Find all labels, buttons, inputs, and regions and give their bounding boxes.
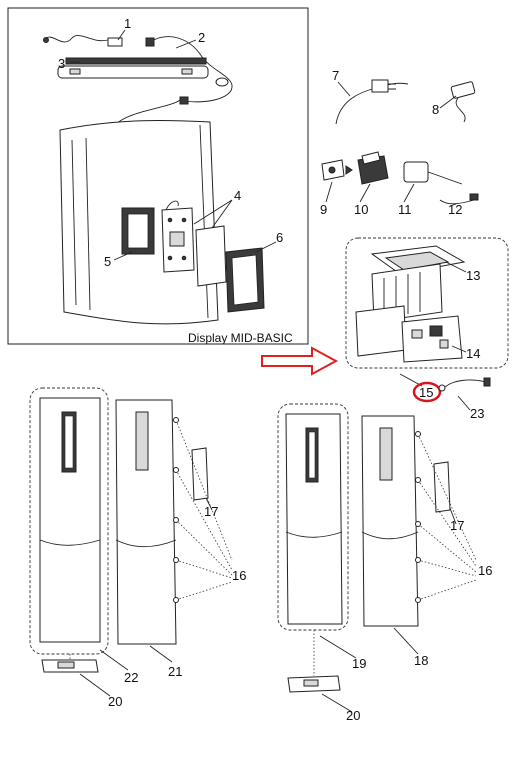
panel-19-group xyxy=(277,403,349,631)
part-3-light-strip xyxy=(57,57,209,79)
part-20-foot-left xyxy=(41,659,99,673)
label-6: 6 xyxy=(276,230,283,245)
electronics-group xyxy=(345,237,509,369)
label-16-left: 16 xyxy=(232,568,246,583)
part-4-display-board xyxy=(161,207,227,287)
label-21: 21 xyxy=(168,664,182,679)
label-17-right: 17 xyxy=(450,518,464,533)
label-14: 14 xyxy=(466,346,480,361)
label-23: 23 xyxy=(470,406,484,421)
label-5: 5 xyxy=(104,254,111,269)
part-7-power-cord xyxy=(335,79,409,125)
label-10: 10 xyxy=(354,202,368,217)
part-5-display-frame xyxy=(121,207,155,255)
part-17-insert-right xyxy=(433,461,451,513)
part-13-cover xyxy=(370,245,466,275)
label-3: 3 xyxy=(58,56,65,71)
label-22: 22 xyxy=(124,670,138,685)
label-19: 19 xyxy=(352,656,366,671)
label-20-right: 20 xyxy=(346,708,360,723)
label-2: 2 xyxy=(198,30,205,45)
label-18: 18 xyxy=(414,653,428,668)
panel-18 xyxy=(361,415,419,627)
label-1: 1 xyxy=(124,16,131,31)
part-20-foot-right xyxy=(287,675,341,693)
leader-lines xyxy=(70,29,471,713)
part-9-connector xyxy=(321,159,345,181)
part-11-module xyxy=(403,161,463,185)
label-9: 9 xyxy=(320,202,327,217)
display-group-frame xyxy=(7,7,309,345)
part-14-pcb xyxy=(401,315,463,363)
label-12: 12 xyxy=(448,202,462,217)
part-1-cable xyxy=(43,35,123,47)
part-6-cover-frame xyxy=(225,247,265,313)
screws-right xyxy=(415,431,477,603)
display-caption: Display MID-BASIC xyxy=(188,331,293,345)
panel-22-group xyxy=(29,387,109,655)
label-8: 8 xyxy=(432,102,439,117)
part-23-sensor-cable xyxy=(438,377,491,392)
part-2-cable xyxy=(145,36,233,103)
part-8-filter xyxy=(450,81,476,123)
screws-left xyxy=(173,417,233,603)
label-20-left: 20 xyxy=(108,694,122,709)
label-11: 11 xyxy=(398,202,412,217)
part-17-insert-left xyxy=(191,447,209,501)
part-10-socket xyxy=(345,151,389,185)
label-13: 13 xyxy=(466,268,480,283)
panel-21 xyxy=(115,399,177,645)
label-7: 7 xyxy=(332,68,339,83)
part-15-highlight-circle xyxy=(412,381,442,403)
electronics-box xyxy=(355,263,443,357)
part-12-wire xyxy=(439,193,479,205)
label-15: 15 xyxy=(419,385,433,400)
arrow-right-icon xyxy=(261,346,339,376)
label-17-left: 17 xyxy=(204,504,218,519)
label-4: 4 xyxy=(234,188,241,203)
label-16-right: 16 xyxy=(478,563,492,578)
